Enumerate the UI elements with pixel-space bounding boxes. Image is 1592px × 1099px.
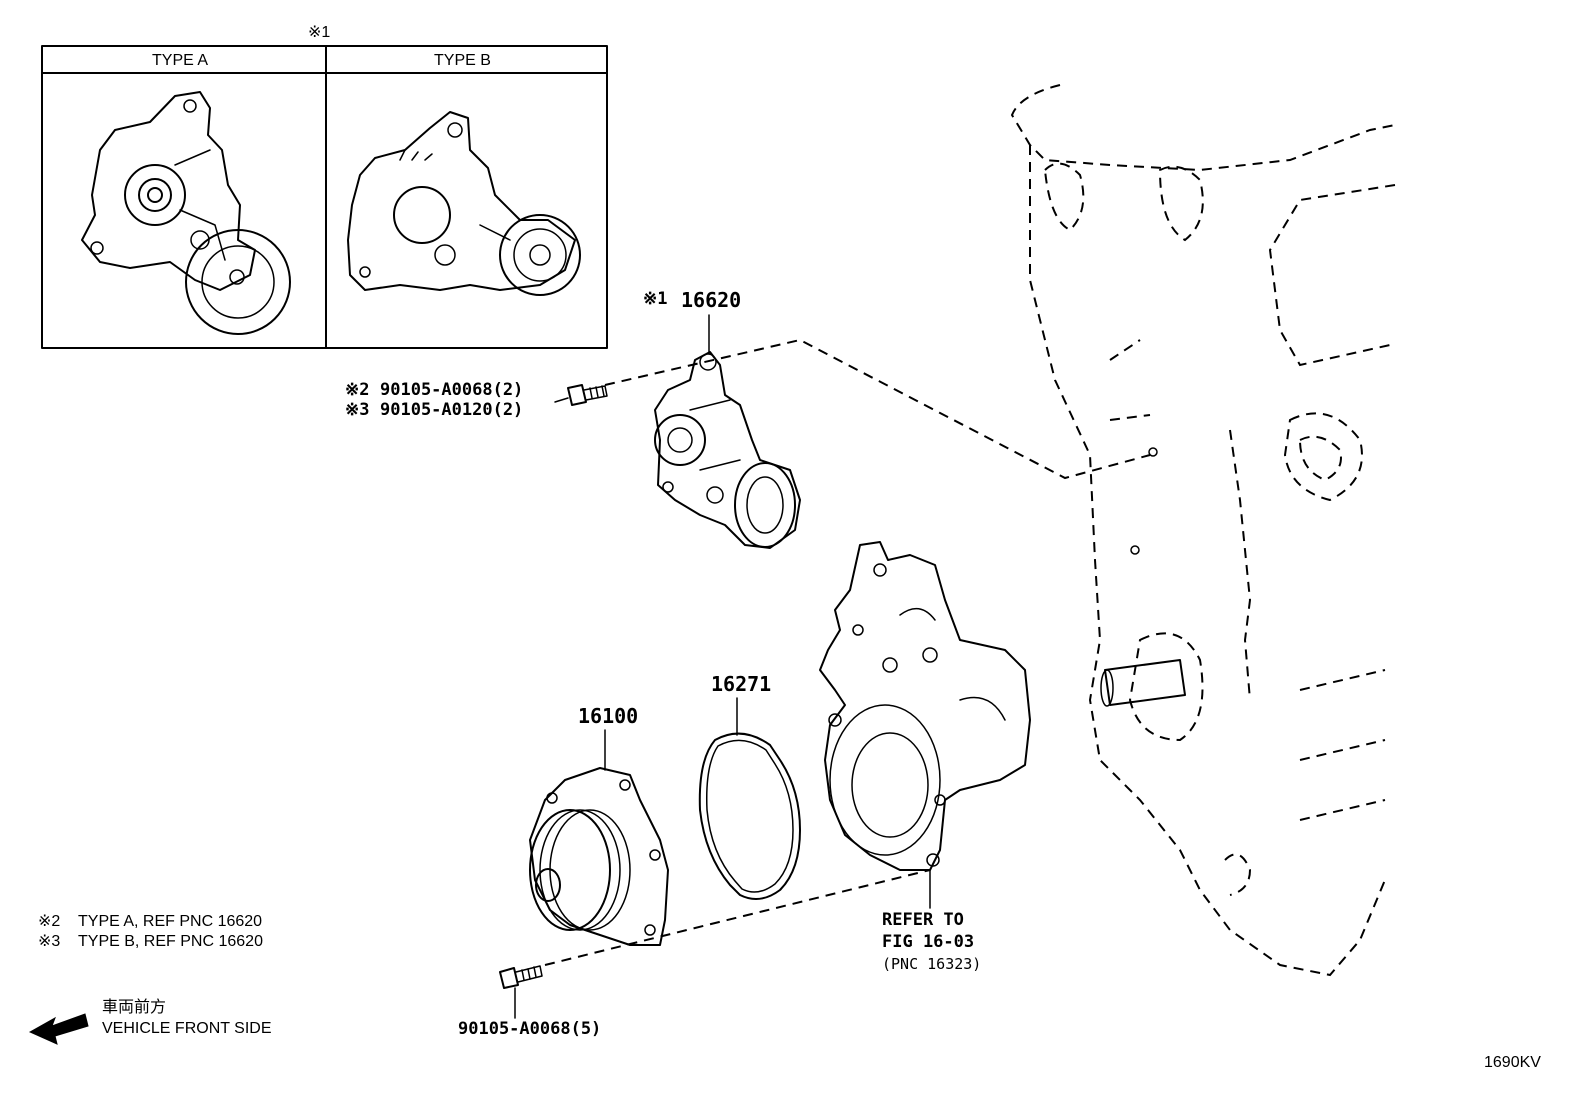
- direction-label-en: VEHICLE FRONT SIDE: [102, 1020, 272, 1037]
- leader-lines: [514, 314, 1151, 1019]
- inset-frame: [41, 45, 608, 349]
- pump-housing-drawing: [819, 541, 1031, 871]
- direction-label-jp: 車両前方: [102, 999, 167, 1016]
- tensioner-drawing: [654, 351, 801, 549]
- bolt-b-part-no: 90105-A0120(2): [380, 400, 524, 420]
- figure-code: 1690KV: [1484, 1054, 1541, 1071]
- note-1-marker: ※2: [38, 913, 61, 930]
- refer-line3: (PNC 16323): [882, 955, 982, 973]
- water-pump-drawing: [529, 767, 669, 946]
- note-2-marker: ※3: [38, 933, 61, 950]
- tensioner-type-b-drawing: [347, 111, 581, 296]
- pump-bolt-part-no: 90105-A0068(5): [458, 1019, 602, 1039]
- tensioner-part-no: 16620: [681, 288, 742, 312]
- note-2-text: TYPE B, REF PNC 16620: [78, 933, 263, 950]
- bolt-a-marker: ※2: [345, 380, 370, 400]
- refer-line1: REFER TO: [882, 910, 964, 930]
- arrow-left-icon: [28, 1013, 89, 1045]
- tensioner-bolt-drawing: [567, 384, 608, 406]
- water-pump-part-no: 16100: [578, 704, 639, 728]
- gasket-drawing: [698, 732, 801, 900]
- inset-marker: ※1: [308, 24, 331, 41]
- note-1-text: TYPE A, REF PNC 16620: [78, 913, 263, 930]
- tensioner-type-a-drawing: [81, 91, 291, 335]
- bolt-a-part-no: 90105-A0068(2): [380, 380, 524, 400]
- pump-bolt-drawing: [499, 965, 543, 989]
- gasket-part-no: 16271: [711, 672, 772, 696]
- bolt-b-marker: ※3: [345, 400, 370, 420]
- engine-block-outline: [1010, 84, 1396, 977]
- type-b-label: TYPE B: [434, 52, 491, 69]
- tensioner-marker: ※1: [643, 289, 668, 309]
- refer-line2: FIG 16-03: [882, 932, 975, 952]
- type-a-label: TYPE A: [152, 52, 209, 69]
